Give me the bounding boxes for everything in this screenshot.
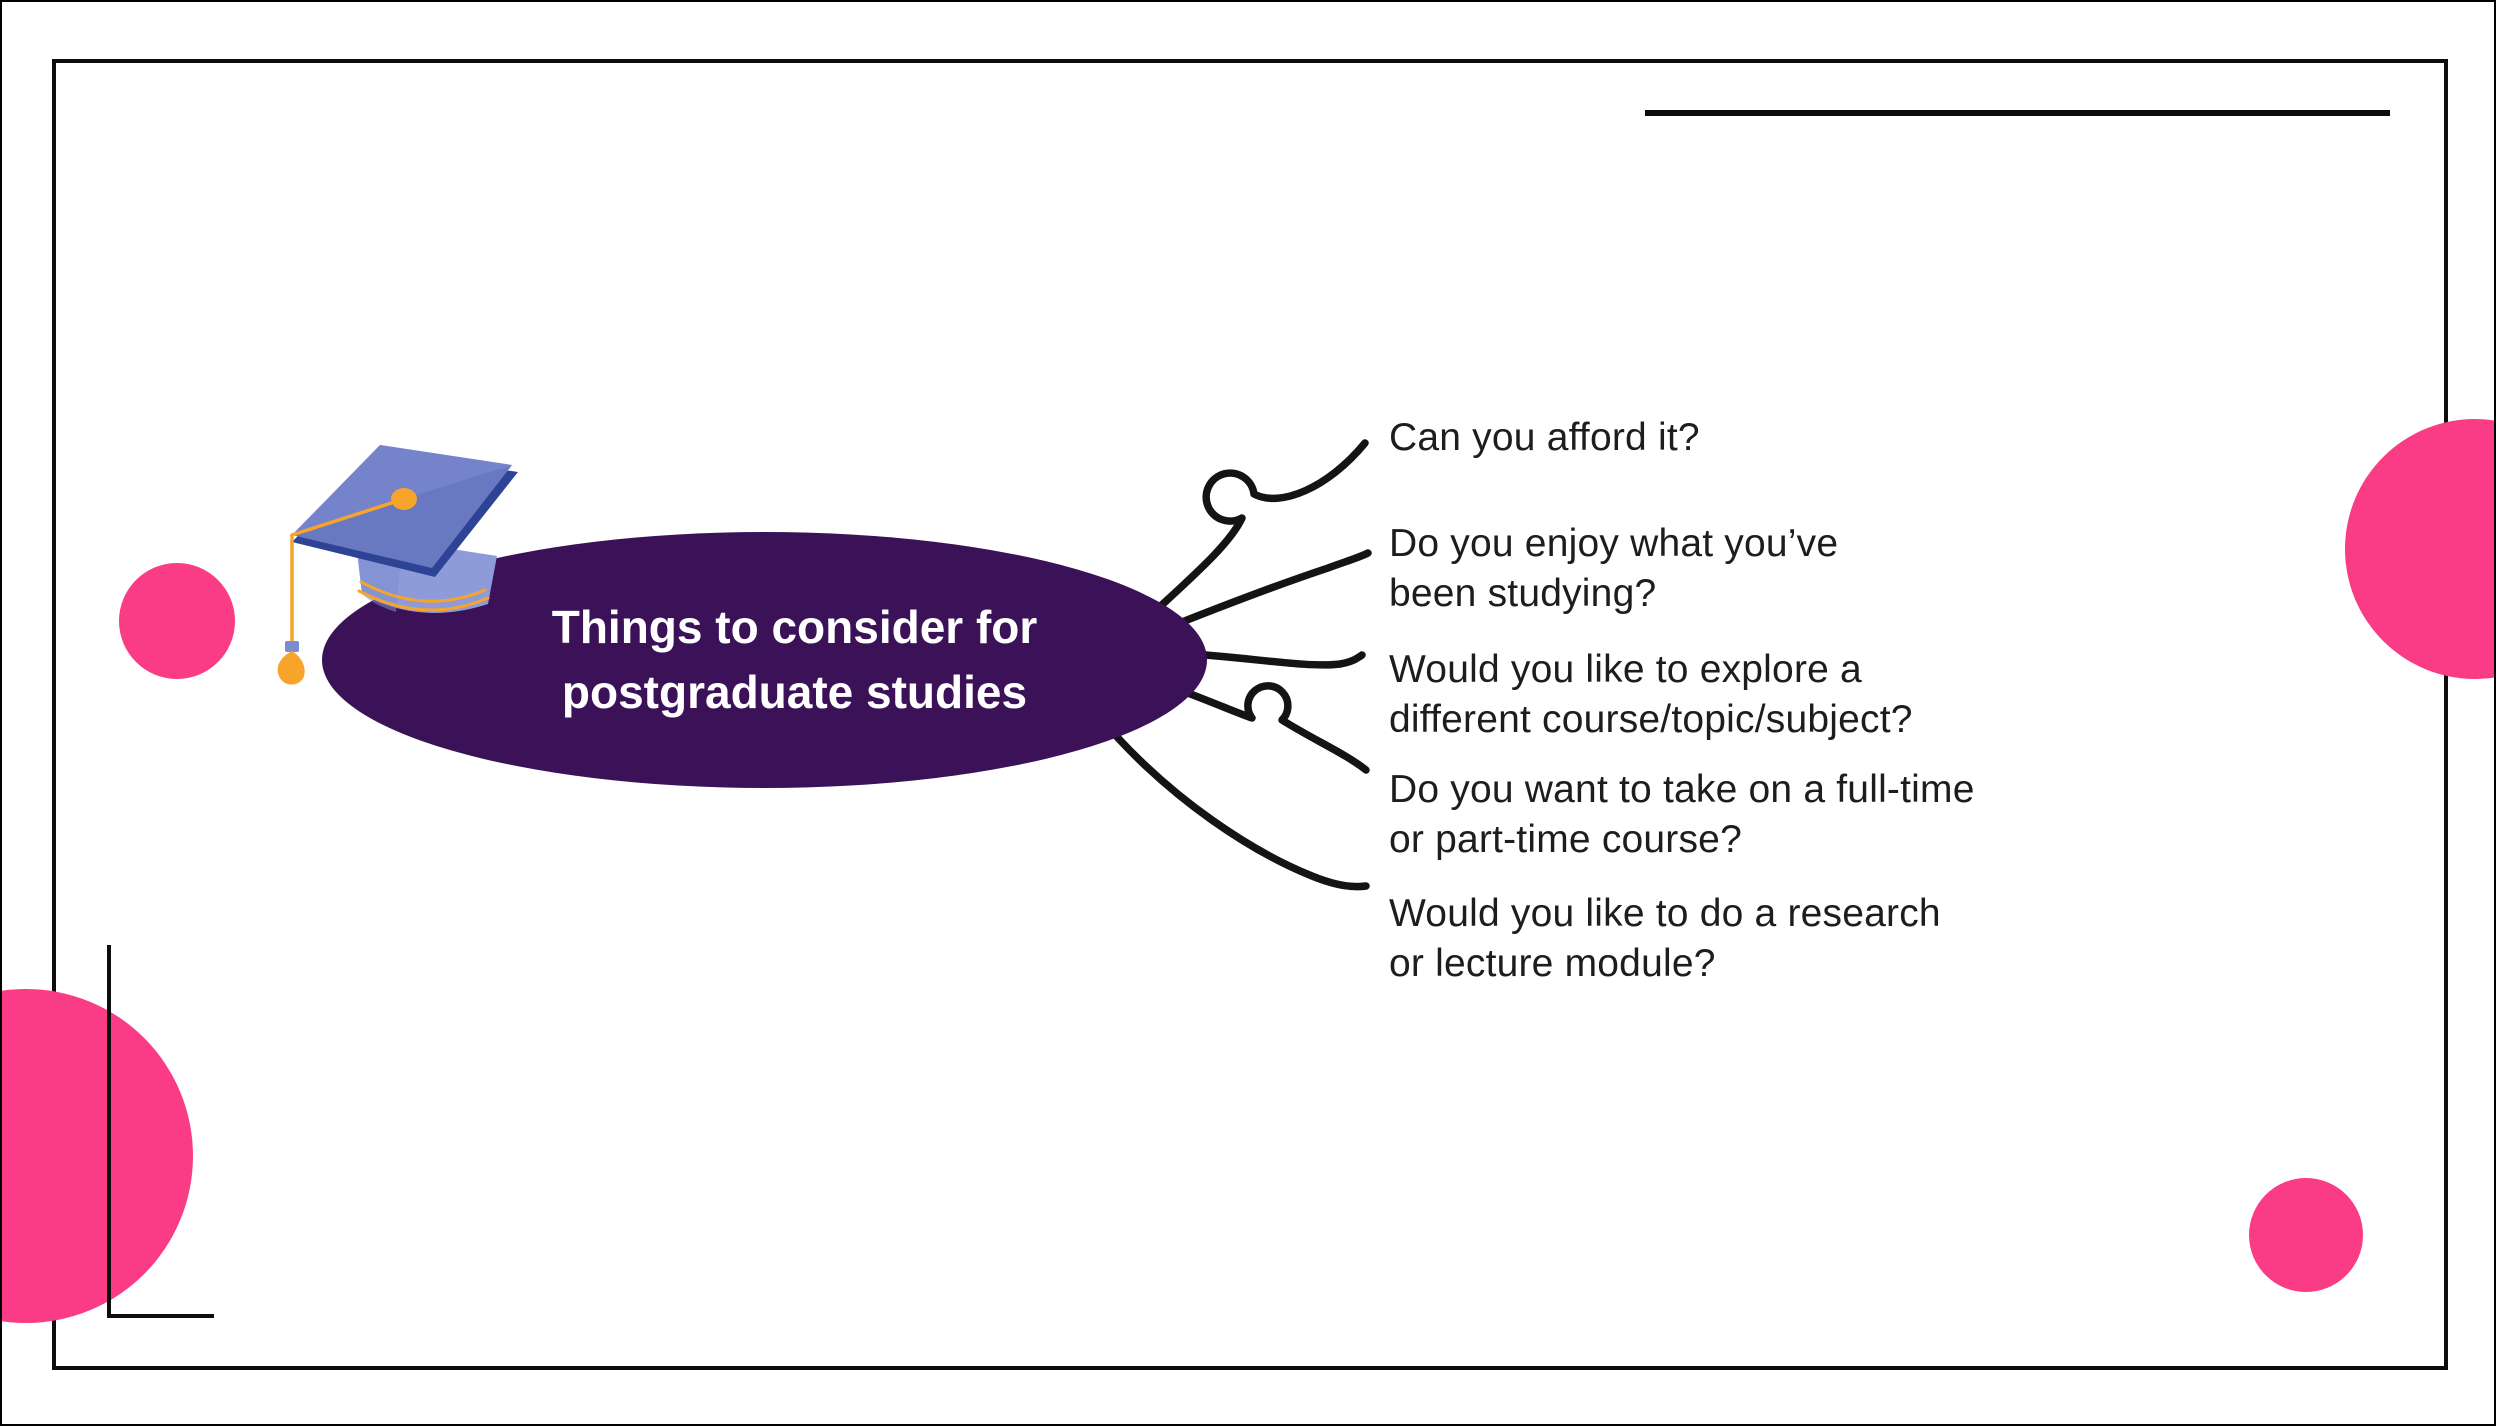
connector-line-2 bbox=[1158, 549, 1372, 634]
connector-line-1 bbox=[1148, 439, 1369, 618]
top-right-rule bbox=[1645, 110, 2390, 116]
mindmap-title: Things to consider for postgraduate stud… bbox=[551, 601, 1038, 718]
graduation-cap-icon bbox=[277, 445, 518, 685]
corner-l-line bbox=[107, 945, 214, 1318]
connector-line-5 bbox=[1098, 716, 1370, 891]
question-text: Do you enjoy what you’ve been studying? bbox=[1389, 522, 1839, 615]
pink-circle-bottom-right bbox=[2249, 1178, 2363, 1292]
mindmap-ellipse: Things to consider for postgraduate stud… bbox=[322, 532, 1207, 788]
pink-circle-left bbox=[119, 563, 235, 679]
question-text: Can you afford it? bbox=[1389, 416, 1700, 459]
question-text: Would you like to do a research or lectu… bbox=[1389, 892, 1941, 985]
frame-border bbox=[52, 59, 2448, 1370]
question-text: Would you like to explore a different co… bbox=[1389, 648, 1913, 741]
connector-line-3 bbox=[1188, 650, 1366, 669]
connector-line-4 bbox=[1176, 682, 1370, 774]
question-text: Do you want to take on a full-time or pa… bbox=[1389, 768, 1975, 861]
